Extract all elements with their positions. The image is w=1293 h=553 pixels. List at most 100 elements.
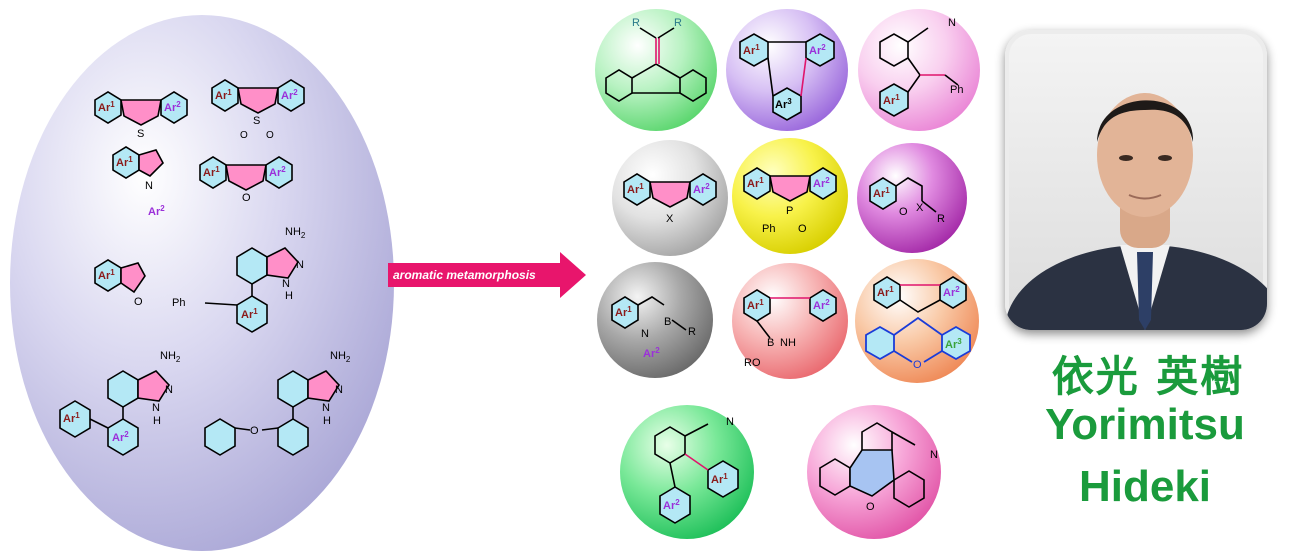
ar1-label: Ar1 <box>116 155 133 169</box>
nitrogen-label: N <box>726 416 734 428</box>
oxygen-label: O <box>240 130 248 141</box>
xanthene-structure <box>865 316 971 363</box>
nitrogen-label: N <box>165 384 173 396</box>
dibenzothiophene-structure <box>94 91 188 126</box>
portrait-photo <box>1005 30 1267 330</box>
phenyl-label: Ph <box>172 297 185 309</box>
indole-structure <box>112 146 164 179</box>
ar1-label: Ar1 <box>627 182 644 196</box>
ar2-label: Ar2 <box>164 100 181 114</box>
oxygen-label: O <box>134 296 143 308</box>
ar1-label: Ar1 <box>711 472 728 486</box>
product-sphere-cyanofluorene <box>858 9 980 131</box>
arrow-label: aromatic metamorphosis <box>393 268 536 282</box>
nh-label: NH <box>780 337 796 349</box>
nitrogen-label: N <box>145 180 153 192</box>
r-label: R <box>674 17 682 29</box>
ar3-label: Ar3 <box>945 337 962 351</box>
nitrogen-label: N <box>948 17 956 29</box>
ar1-label: Ar1 <box>215 88 232 102</box>
ar2-label: Ar2 <box>643 346 660 360</box>
oxygen-label: O <box>866 501 875 513</box>
r-label: R <box>937 213 945 225</box>
substrate-egg <box>10 15 394 551</box>
ar1-label: Ar1 <box>203 165 220 179</box>
nitrogen-label: N <box>322 402 330 414</box>
ar1-label: Ar1 <box>98 268 115 282</box>
amine-label: NH2 <box>160 350 181 364</box>
phosphafluorene-structure <box>743 167 837 202</box>
person-name-last: Hideki <box>1078 462 1212 511</box>
ar2-label: Ar2 <box>281 88 298 102</box>
x-label: X <box>916 202 924 214</box>
ar1-label: Ar1 <box>747 298 764 312</box>
x-label: X <box>666 213 674 225</box>
ro-label: RO <box>744 357 761 369</box>
nitrogen-label: N <box>296 259 304 271</box>
hydrogen-label: H <box>323 415 331 427</box>
nitrogen-label: N <box>282 278 290 290</box>
nitrogen-label: N <box>641 328 649 340</box>
aminoindazole-ether-structure <box>204 370 341 456</box>
oxygen-label: O <box>250 425 259 437</box>
aminoindazole-biaryl-structure <box>59 370 171 456</box>
ar3-label: Ar3 <box>775 97 792 111</box>
triphenylene-structure <box>739 33 835 121</box>
product-sphere-oxaheterocycle <box>857 143 967 253</box>
portrait-figure <box>1005 93 1267 330</box>
ar2-label: Ar2 <box>943 285 960 299</box>
nitrogen-label: N <box>930 449 938 461</box>
nitrogen-label: N <box>335 384 343 396</box>
product-sphere-azaborine <box>597 262 713 378</box>
ar1-label: Ar1 <box>63 411 80 425</box>
ar1-label: Ar1 <box>241 307 258 321</box>
phenyl-label: Ph <box>762 223 775 235</box>
ar1-label: Ar1 <box>747 176 764 190</box>
sulfone-structure <box>211 79 305 114</box>
ar1-label: Ar1 <box>877 285 894 299</box>
cyanophenanthrene-structure <box>654 423 739 524</box>
cyanofluorene-structure <box>879 27 959 117</box>
borazaphenanthrene-structure <box>743 289 837 339</box>
amine-label: NH2 <box>330 350 351 364</box>
nitrogen-label: N <box>152 402 160 414</box>
ar2-label: Ar2 <box>809 43 826 57</box>
ar2-label: Ar2 <box>148 204 165 218</box>
ar2-label: Ar2 <box>813 298 830 312</box>
ar2-label: Ar2 <box>813 176 830 190</box>
phosphorus-label: P <box>786 205 793 217</box>
oxygen-label: O <box>798 223 807 235</box>
ar1-label: Ar1 <box>615 305 632 319</box>
oxaheterocycle-structure <box>869 177 937 213</box>
ar2-label: Ar2 <box>112 430 129 444</box>
ar2-label: Ar2 <box>269 165 286 179</box>
heterofluorene-structure <box>623 173 717 208</box>
reaction-arrow: aromatic metamorphosis <box>388 252 586 298</box>
ar1-label: Ar1 <box>98 100 115 114</box>
ar2-label: Ar2 <box>663 498 680 512</box>
ar2-label: Ar2 <box>693 182 710 196</box>
amine-label: NH2 <box>285 226 306 240</box>
r-label: R <box>632 17 640 29</box>
oxygen-label: O <box>913 359 922 371</box>
hydrogen-label: H <box>153 415 161 427</box>
ar1-label: Ar1 <box>743 43 760 57</box>
r-label: R <box>688 326 696 338</box>
phenyl-label: Ph <box>950 84 963 96</box>
oxygen-label: O <box>242 192 251 204</box>
boron-label: B <box>767 337 774 349</box>
sulfur-label: S <box>137 128 144 140</box>
product-sphere-cyanophenanthrene <box>620 405 754 539</box>
product-sphere-fluorenylidene <box>595 9 717 131</box>
azaborine-structure <box>611 296 687 331</box>
oxygen-label: O <box>899 206 908 218</box>
fluorenylidene-structure <box>605 27 707 102</box>
spiro-structure <box>873 276 967 313</box>
oxygen-label: O <box>266 130 274 141</box>
boron-label: B <box>664 316 671 328</box>
hydrogen-label: H <box>285 290 293 302</box>
ar1-label: Ar1 <box>873 186 890 200</box>
person-name-japanese: 依光 英樹 <box>1051 352 1245 401</box>
dibenzofuran-structure <box>199 156 293 191</box>
